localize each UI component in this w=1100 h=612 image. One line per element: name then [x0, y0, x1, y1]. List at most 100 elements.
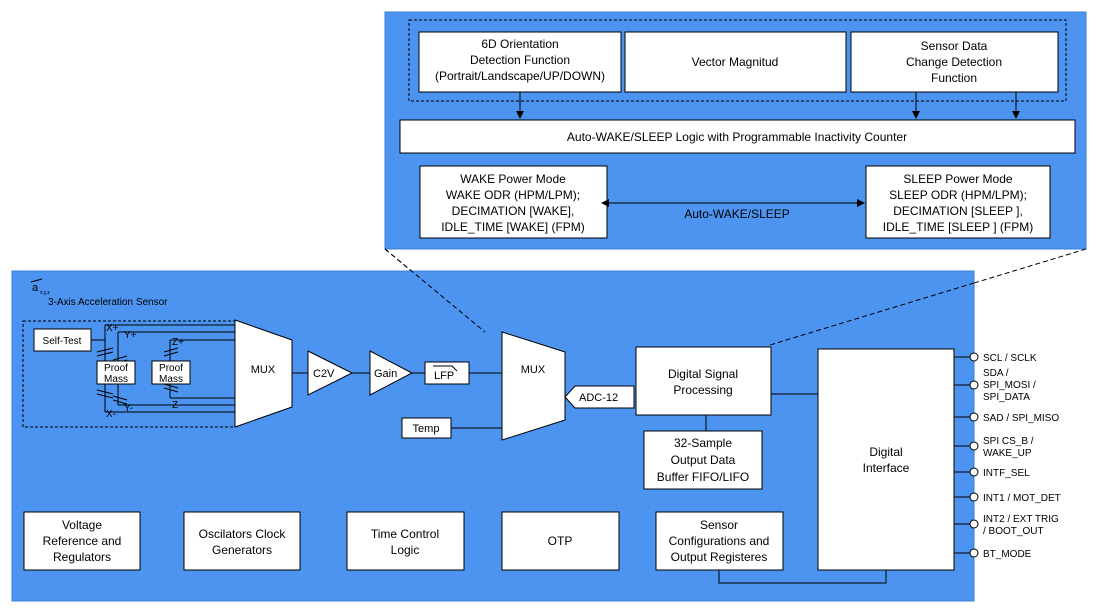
wake-mode-block: WAKE Power Mode WAKE ODR (HPM/LPM); DECI…: [419, 165, 608, 239]
svg-text:C2V: C2V: [313, 368, 335, 380]
svg-text:Proof: Proof: [104, 363, 128, 374]
label-z-plus: Z+: [172, 337, 184, 348]
svg-text:INT2 / EXT TRIG: INT2 / EXT TRIG: [983, 514, 1059, 525]
lfp-filter: LFP: [424, 361, 470, 385]
svg-text:Interface: Interface: [863, 461, 910, 475]
svg-text:Sensor: Sensor: [700, 518, 738, 532]
svg-text:Configurations and: Configurations and: [669, 534, 770, 548]
svg-text:Buffer FIFO/LIFO: Buffer FIFO/LIFO: [657, 470, 749, 484]
svg-text:DECIMATION [SLEEP ],: DECIMATION [SLEEP ],: [893, 204, 1023, 218]
dsp-block: Digital Signal Processing: [635, 346, 772, 416]
svg-text:SPI_DATA: SPI_DATA: [983, 392, 1030, 403]
temp-block: Temp: [401, 417, 452, 439]
label-y-plus: Y+: [124, 330, 137, 341]
svg-text:Generators: Generators: [212, 543, 272, 557]
oscillators-block: Oscilators Clock Generators: [183, 511, 301, 571]
svg-text:a: a: [32, 282, 39, 294]
label-x-minus: X-: [106, 409, 116, 420]
svg-text:Mass: Mass: [104, 374, 128, 385]
svg-text:OTP: OTP: [548, 534, 573, 548]
orientation-block: 6D Orientation Detection Function (Portr…: [418, 31, 622, 93]
svg-text:Vector Magnitud: Vector Magnitud: [692, 55, 779, 69]
fifo-block: 32-Sample Output Data Buffer FIFO/LIFO: [643, 430, 763, 490]
pin-scl: SCL / SCLK: [954, 352, 1037, 364]
svg-text:Output Data: Output Data: [671, 453, 736, 467]
auto-wake-sleep-label: Auto-WAKE/SLEEP: [684, 207, 790, 221]
svg-text:Change Detection: Change Detection: [906, 55, 1002, 69]
svg-text:Digital: Digital: [869, 445, 902, 459]
mux-2: MUX: [501, 331, 566, 441]
svg-text:Regulators: Regulators: [53, 550, 111, 564]
label-z-minus: Z-: [172, 400, 181, 411]
gain-amp: Gain: [369, 350, 414, 396]
svg-text:ADC-12: ADC-12: [579, 392, 618, 404]
pin-sda: SDA / SPI_MOSI / SPI_DATA: [954, 368, 1036, 403]
c2v-amp: C2V: [307, 350, 354, 396]
svg-text:6D Orientation: 6D Orientation: [481, 37, 558, 51]
svg-text:Voltage: Voltage: [62, 518, 102, 532]
svg-text:Processing: Processing: [673, 383, 732, 397]
svg-text:MUX: MUX: [251, 364, 276, 376]
svg-text:Self-Test: Self-Test: [43, 336, 82, 347]
sleep-mode-block: SLEEP Power Mode SLEEP ODR (HPM/LPM); DE…: [865, 165, 1051, 239]
proof-mass-z: Proof Mass: [151, 360, 191, 385]
svg-text:Oscilators Clock: Oscilators Clock: [199, 527, 287, 541]
svg-text:(Portrait/Landscape/UP/DOWN): (Portrait/Landscape/UP/DOWN): [435, 69, 605, 83]
adc-block: ADC-12: [564, 385, 635, 409]
mux-1: MUX: [234, 319, 293, 428]
panel-title: 3-Axis Acceleration Sensor: [48, 297, 168, 308]
svg-text:IDLE_TIME [SLEEP ] (FPM): IDLE_TIME [SLEEP ] (FPM): [883, 220, 1033, 234]
svg-text:DECIMATION [WAKE],: DECIMATION [WAKE],: [452, 204, 575, 218]
voltage-reference-block: Voltage Reference and Regulators: [23, 511, 141, 571]
self-test-box: Self-Test: [33, 328, 92, 352]
svg-text:Gain: Gain: [374, 368, 397, 380]
svg-text:Function: Function: [931, 71, 977, 85]
svg-text:SLEEP ODR (HPM/LPM);: SLEEP ODR (HPM/LPM);: [889, 188, 1027, 202]
svg-text:SDA /: SDA /: [983, 368, 1009, 379]
pin-spi-cs: SPI CS_B / WAKE_UP: [954, 436, 1034, 459]
svg-text:WAKE ODR (HPM/LPM);: WAKE ODR (HPM/LPM);: [446, 188, 580, 202]
svg-text:Mass: Mass: [159, 374, 183, 385]
sensor-change-block: Sensor Data Change Detection Function: [850, 31, 1059, 93]
wire-config-interface: [718, 570, 887, 584]
svg-text:IDLE_TIME [WAKE] (FPM): IDLE_TIME [WAKE] (FPM): [441, 220, 585, 234]
svg-text:Temp: Temp: [413, 423, 440, 435]
svg-text:SPI CS_B /: SPI CS_B /: [983, 436, 1034, 447]
svg-text:x,y,z: x,y,z: [40, 290, 50, 296]
svg-text:LFP: LFP: [434, 370, 454, 382]
svg-text:32-Sample: 32-Sample: [674, 436, 732, 450]
otp-block: OTP: [501, 511, 620, 571]
svg-text:SPI_MOSI /: SPI_MOSI /: [983, 380, 1036, 391]
label-x-plus: X+: [106, 323, 119, 334]
sensor-config-block: Sensor Configurations and Output Registe…: [655, 511, 784, 571]
vector-magnitude-block: Vector Magnitud: [624, 31, 847, 93]
svg-text:Sensor Data: Sensor Data: [921, 39, 988, 53]
svg-text:WAKE_UP: WAKE_UP: [983, 448, 1032, 459]
wake-sleep-panel: 6D Orientation Detection Function (Portr…: [384, 11, 1087, 250]
svg-text:INTF_SEL: INTF_SEL: [983, 468, 1030, 479]
svg-text:Detection Function: Detection Function: [470, 53, 570, 67]
svg-text:BT_MODE: BT_MODE: [983, 549, 1032, 560]
pin-int1: INT1 / MOT_DET: [954, 492, 1061, 504]
svg-text:Auto-WAKE/SLEEP Logic with Pro: Auto-WAKE/SLEEP Logic with Programmable …: [567, 130, 907, 144]
proof-mass-x: Proof Mass: [96, 360, 136, 385]
digital-interface-block: Digital Interface: [817, 348, 955, 571]
pin-intf-sel: INTF_SEL: [954, 467, 1030, 479]
svg-text:Time Control: Time Control: [371, 527, 439, 541]
svg-text:WAKE Power Mode: WAKE Power Mode: [460, 172, 566, 186]
svg-text:Output Registeres: Output Registeres: [671, 550, 768, 564]
svg-text:MUX: MUX: [521, 364, 546, 376]
pin-bt-mode: BT_MODE: [954, 548, 1032, 560]
sensor-panel: a x,y,z 3-Axis Acceleration Sensor Self-…: [11, 248, 1061, 602]
svg-text:/ BOOT_OUT: / BOOT_OUT: [983, 526, 1044, 537]
svg-text:Digital Signal: Digital Signal: [668, 367, 738, 381]
svg-text:Reference and: Reference and: [43, 534, 122, 548]
svg-text:SCL / SCLK: SCL / SCLK: [983, 353, 1037, 364]
label-y-minus: Y-: [124, 403, 133, 414]
svg-text:INT1 / MOT_DET: INT1 / MOT_DET: [983, 493, 1061, 504]
axis-icon: a x,y,z: [30, 278, 50, 296]
svg-text:Logic: Logic: [391, 543, 420, 557]
time-control-block: Time Control Logic: [346, 511, 465, 571]
pin-sad: SAD / SPI_MISO: [954, 412, 1059, 424]
